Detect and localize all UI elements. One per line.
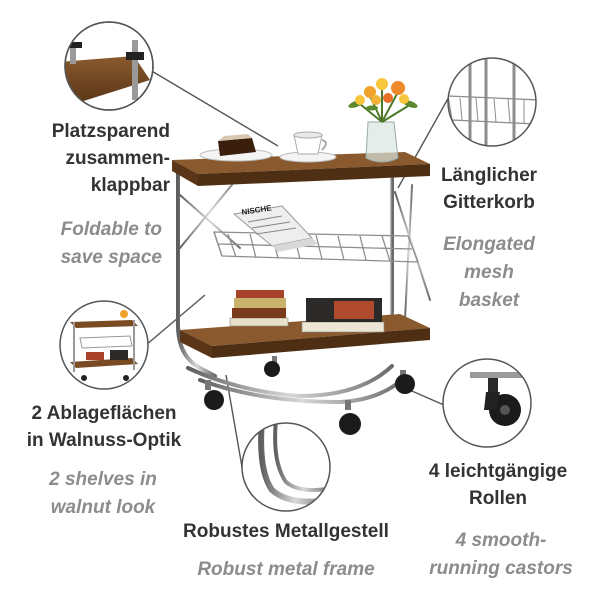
basket-label-de: Länglicher Gitterkorb [424,162,554,216]
text-line: save space [60,247,162,268]
text-line: Platzsparend [51,121,170,142]
mesh-basket [213,231,419,263]
top-shelf [172,152,430,186]
castors-label-de: 4 leichtgängige Rollen [410,458,586,512]
text-line: Länglicher [440,165,538,186]
text-line: 2 shelves in [49,469,157,490]
basket-label-en: Elongated mesh basket [424,231,554,315]
text-line: Rollen [468,488,528,509]
frame-rail [198,376,406,405]
newspaper: NISCHE [232,203,318,252]
foldable-label-en: Foldable to save space [10,216,162,272]
folding-hinge-detail-icon [64,21,154,111]
coffee-cup [279,131,337,163]
frame-rail [186,364,394,399]
shelves-label-de: 2 Ablageflächen in Walnuss-Optik [6,400,202,454]
connector-shelves [145,294,206,346]
text-line: klappbar [90,175,170,196]
text-line: Foldable to [60,219,162,240]
text-line: Gitterkorb [443,192,535,213]
metal-frame-detail-icon [241,422,331,512]
text-line: 4 smooth- [455,530,547,551]
text-line: in Walnuss-Optik [26,430,182,451]
text-line: Elongated [443,234,535,255]
castors-label-en: 4 smooth- running castors [416,527,586,583]
text-line: Robust metal frame [197,559,375,580]
text-line: zusammen- [65,148,170,169]
frame-label-en: Robust metal frame [168,556,404,584]
two-shelf-cart-detail-icon [59,300,149,390]
text-line: Robustes Metallgestell [183,521,389,542]
book-stack-left [229,290,289,327]
flower-vase [348,78,418,163]
castors [204,356,415,435]
text-line: running castors [429,558,573,579]
shelves-label-en: 2 shelves in walnut look [10,466,196,522]
text-line: mesh [464,262,514,283]
frame-rail [176,168,217,378]
connector-foldable [149,69,279,147]
frame-label-de: Robustes Metallgestell [168,518,404,545]
bottom-shelf [180,314,430,358]
text-line: 2 Ablageflächen [31,403,177,424]
text-line: walnut look [50,497,156,518]
castor-wheel-detail-icon [442,358,532,448]
serving-cart: NISCHE [172,78,431,435]
foldable-label-de: Platzsparend zusammen- klappbar [20,118,170,199]
mesh-basket-detail-icon [447,57,537,147]
text-line: basket [458,290,520,311]
text-line: 4 leichtgängige [428,461,568,482]
cake-plate [199,134,273,162]
book-stack-right [301,298,385,333]
